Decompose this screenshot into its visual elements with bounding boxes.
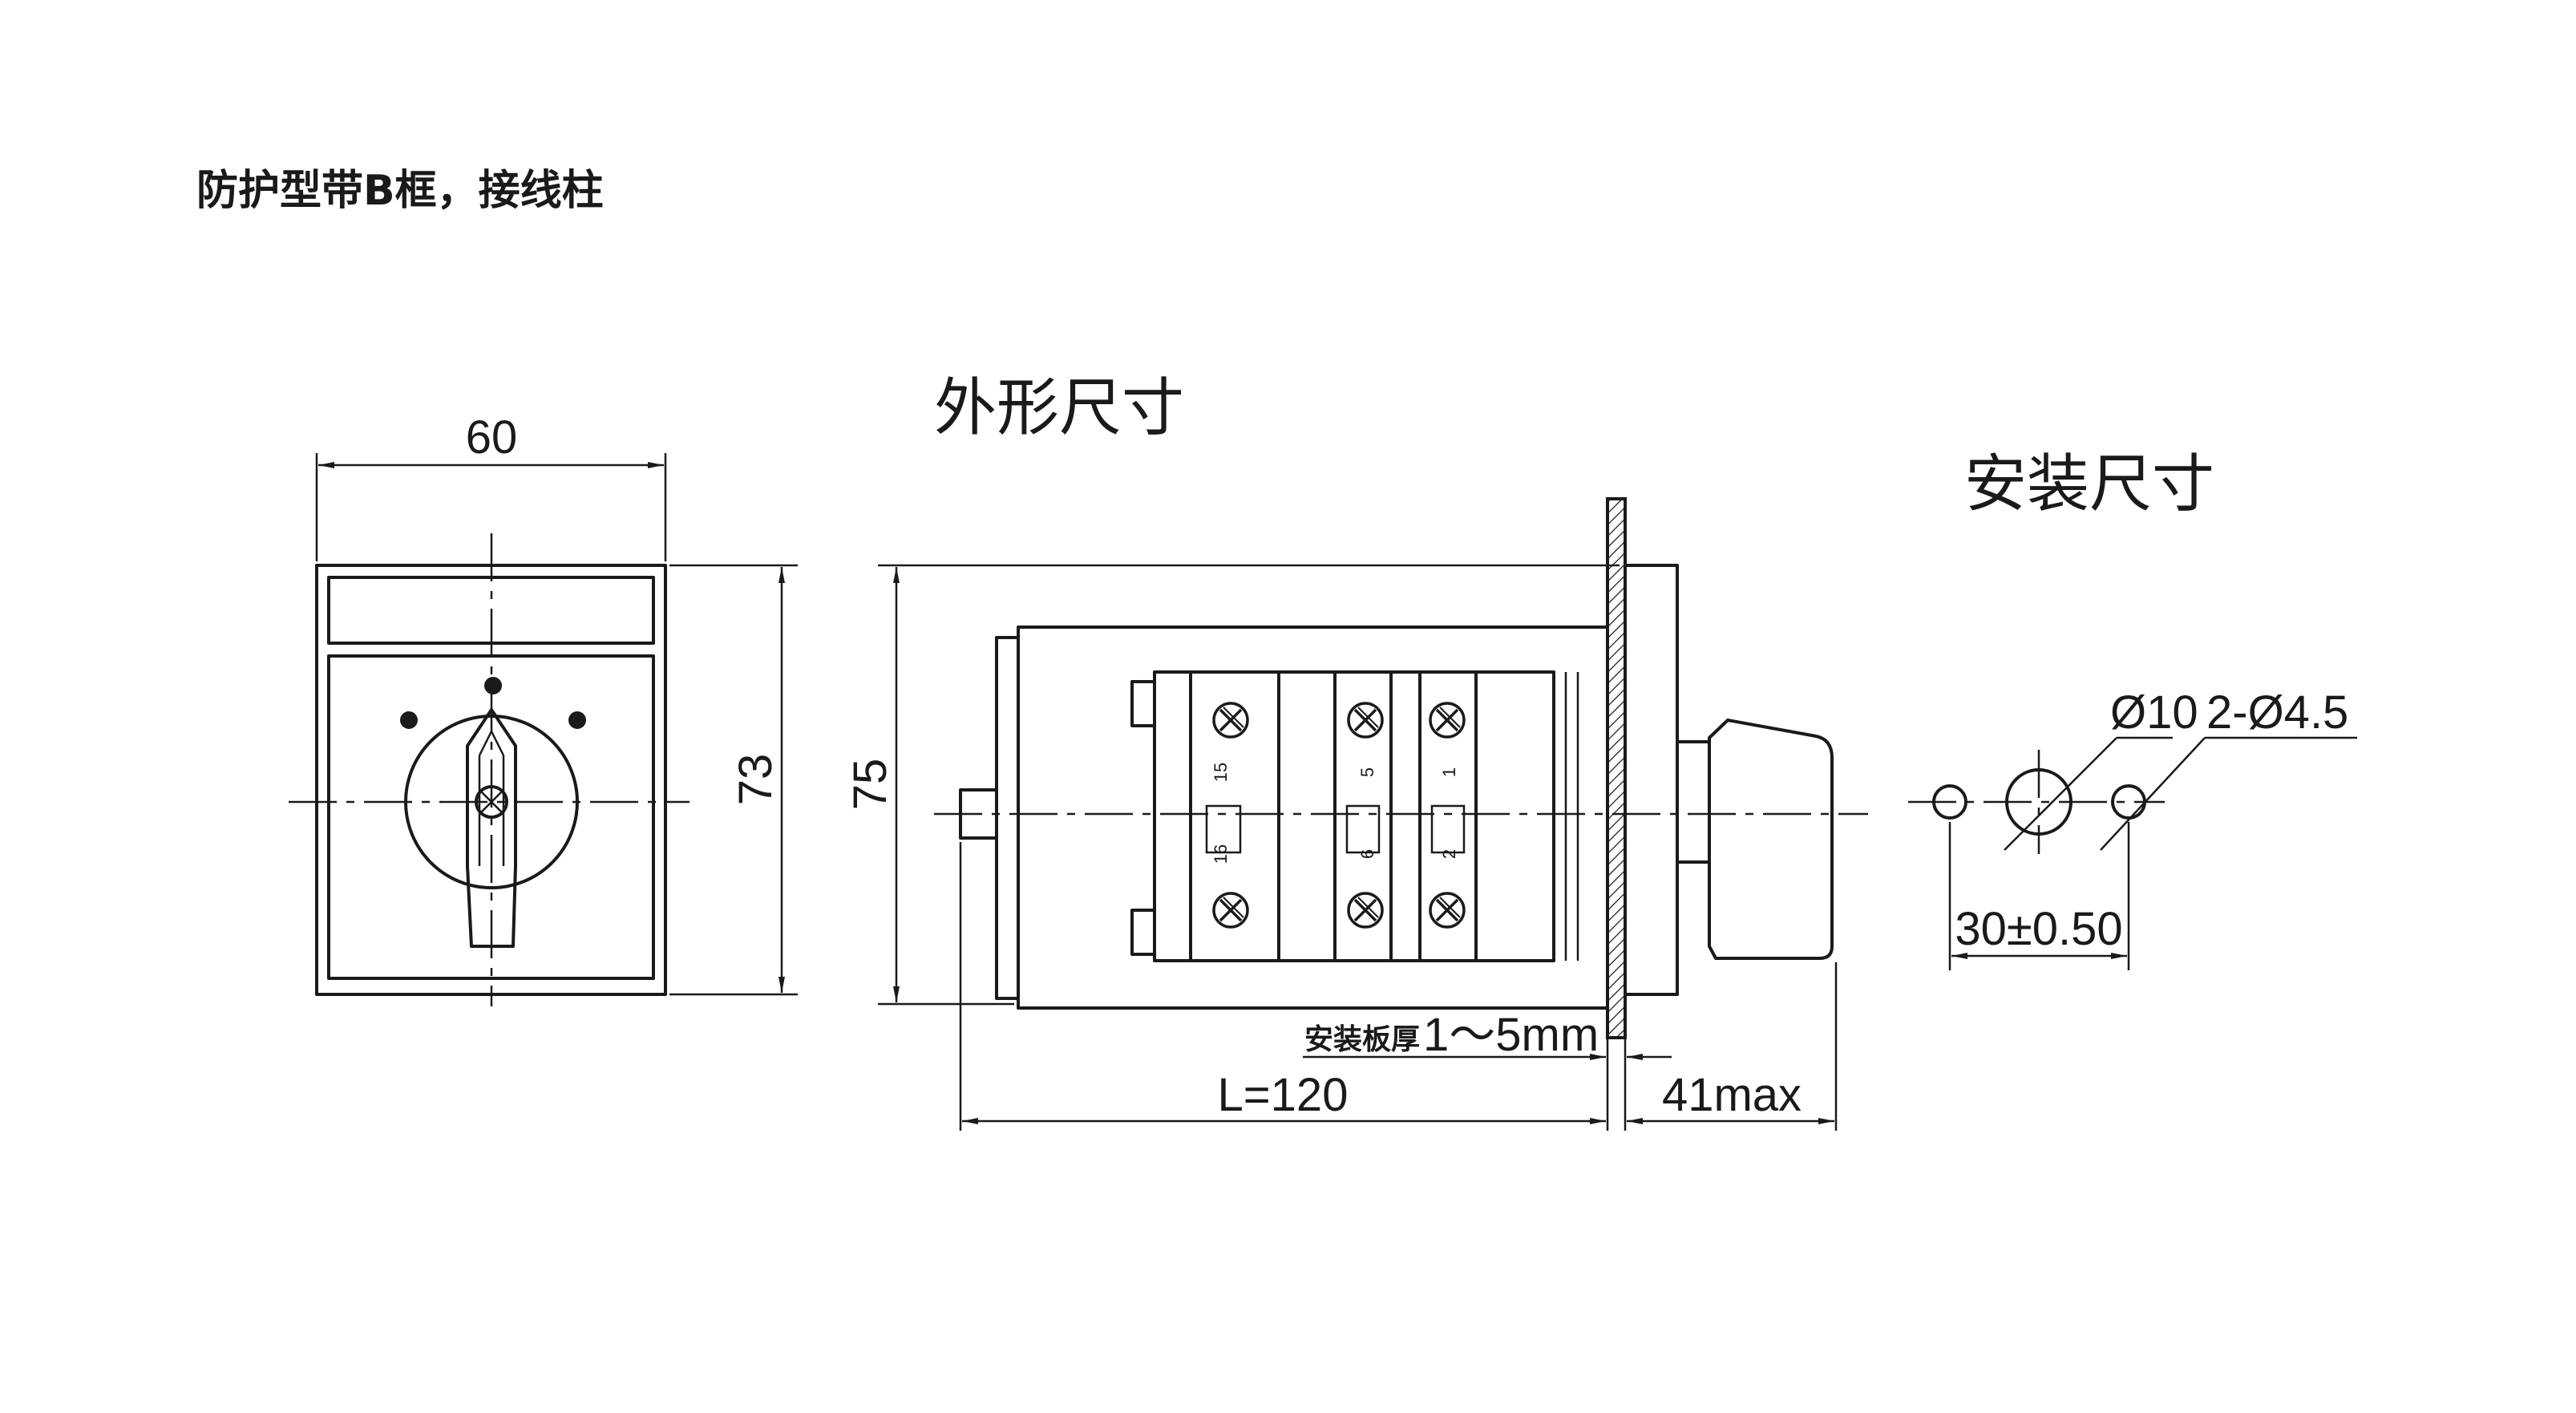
side-knob bbox=[1708, 719, 1834, 960]
side-height-label: 75 bbox=[844, 759, 896, 811]
position-dot-top bbox=[484, 677, 502, 694]
hole-spacing-label: 30±0.50 bbox=[1955, 903, 2122, 955]
front-width-label: 60 bbox=[466, 411, 518, 464]
outline-dimensions-title: 外形尺寸 bbox=[934, 372, 1184, 444]
terminal-number-15: 15 bbox=[1211, 763, 1231, 782]
position-dot-right bbox=[568, 711, 586, 729]
panel-thickness-prefix: 安装板厚 bbox=[1304, 1023, 1420, 1056]
front-bezel bbox=[1624, 564, 1679, 996]
drawing-title: 防护型带B框，接线柱 bbox=[196, 167, 604, 215]
knob-base bbox=[404, 715, 579, 889]
switch-body bbox=[1017, 626, 1609, 1010]
knob-collar bbox=[1676, 740, 1711, 864]
side-view: 15 16 5 6 1 2 75 安装板厚 1～5mm L=120 41max bbox=[844, 497, 1868, 1131]
mounting-hole-left bbox=[1932, 784, 1967, 820]
rotary-handle bbox=[466, 708, 517, 948]
handle-screw bbox=[475, 785, 508, 819]
terminal-number-5: 5 bbox=[1357, 767, 1377, 777]
mounting-dimensions-title: 安装尺寸 bbox=[1964, 448, 2214, 520]
terminal-block-1 bbox=[1189, 670, 1280, 962]
front-height-label: 73 bbox=[730, 754, 782, 806]
length-label: L=120 bbox=[1218, 1069, 1349, 1121]
center-hole-diameter-label: Ø10 bbox=[2110, 686, 2198, 739]
max-depth-label: 41max bbox=[1662, 1069, 1802, 1121]
front-view: 60 73 bbox=[289, 411, 798, 1006]
terminal-block-2 bbox=[1333, 670, 1421, 962]
lug-bottom bbox=[1130, 909, 1156, 956]
panel-thickness-value: 1～5mm bbox=[1423, 1009, 1599, 1061]
terminal-number-1: 1 bbox=[1439, 767, 1459, 777]
terminal-number-6: 6 bbox=[1357, 849, 1377, 859]
lug-top bbox=[1130, 680, 1156, 727]
mounting-plate bbox=[1606, 497, 1627, 1039]
mounting-view: Ø10 2-Ø4.5 30±0.50 bbox=[1908, 686, 2357, 970]
terminal-number-16: 16 bbox=[1211, 844, 1231, 864]
rear-cap bbox=[995, 636, 1020, 1000]
terminal-block-3 bbox=[1418, 670, 1478, 962]
position-dot-left bbox=[400, 711, 418, 729]
center-hole bbox=[2005, 768, 2073, 836]
terminal-number-2: 2 bbox=[1439, 849, 1459, 859]
side-holes-diameter-label: 2-Ø4.5 bbox=[2206, 686, 2348, 739]
